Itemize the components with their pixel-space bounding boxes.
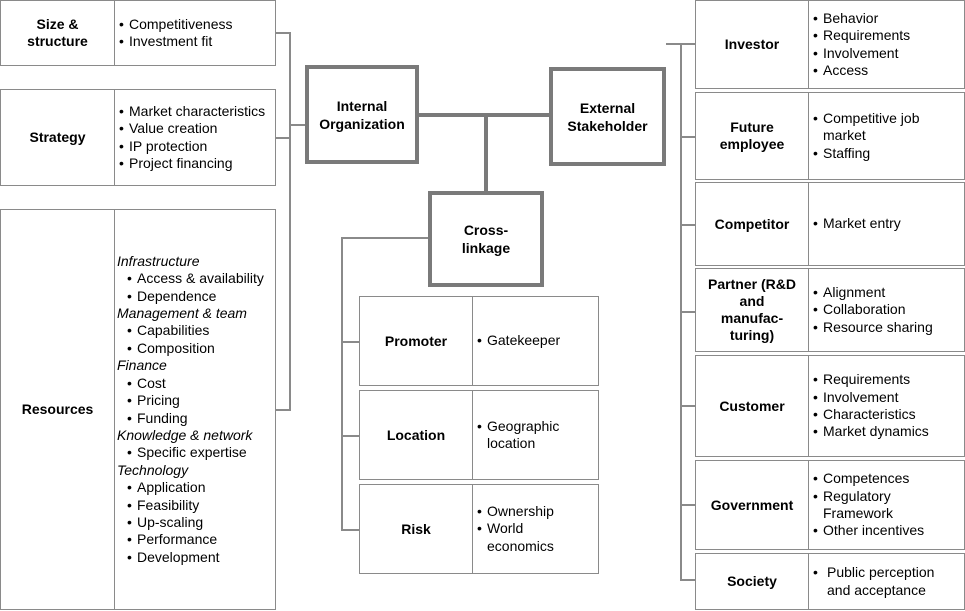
list-item: Investment fit [119,33,233,51]
resources-group-title: Finance [117,357,167,374]
resources-group-title: Knowledge & network [117,426,253,443]
investor-items: Behavior Requirements Involvement Access [809,1,910,88]
list-item: Public perception and acceptance [813,564,959,599]
size-structure-items: Competitiveness Investment fit [115,1,233,65]
resources-group-title: Infrastructure [117,252,200,269]
strategy-label: Strategy [1,90,115,185]
risk-box: Risk Ownership World economics [359,484,599,574]
list-item: Requirements [813,27,910,45]
list-item: Market entry [813,215,901,233]
risk-label: Risk [360,485,473,573]
list-item: Cost [127,375,264,393]
external-stakeholder-title: External Stakeholder [567,99,648,134]
competitor-items: Market entry [809,183,901,265]
internal-organization-hub: Internal Organization [305,65,419,164]
promoter-label: Promoter [360,297,473,385]
list-item: Value creation [119,120,265,138]
partner-items: Alignment Collaboration Resource sharing [809,269,933,351]
customer-box: Customer Requirements Involvement Charac… [695,355,965,457]
external-stakeholder-hub: External Stakeholder [549,67,666,166]
size-structure-label: Size & structure [1,1,115,65]
cross-connector [341,237,430,531]
list-item: Funding [127,410,264,428]
future-employee-box: Future employee Competitive job market S… [695,92,965,180]
list-item: Behavior [813,10,910,28]
society-items: Public perception and acceptance [809,554,959,609]
list-item: Competitiveness [119,16,233,34]
list-item: Market dynamics [813,423,929,441]
list-item: Resource sharing [813,319,933,337]
list-item: Access & availability [127,270,264,288]
partner-box: Partner (R&D and manufac-turing) Alignme… [695,268,965,352]
list-item: Collaboration [813,301,933,319]
cross-linkage-hub: Cross-linkage [428,191,544,287]
list-item: Staffing [813,145,939,163]
location-items: Geographic location [473,391,583,479]
list-item: Development [127,549,264,567]
list-item: Pricing [127,392,264,410]
list-item: Gatekeeper [477,332,560,350]
government-items: Competences Regulatory Framework Other i… [809,461,959,549]
list-item: Geographic location [477,418,583,453]
internal-organization-title: Internal Organization [319,97,405,132]
list-item: Access [813,62,910,80]
resources-box: Resources Infrastructure Access & availa… [0,209,276,610]
future-employee-label: Future employee [696,93,809,179]
list-item: IP protection [119,138,265,156]
list-item: Market characteristics [119,103,265,121]
list-item: Performance [127,531,264,549]
resources-items: Infrastructure Access & availability Dep… [115,210,264,609]
society-box: Society Public perception and acceptance [695,553,965,610]
list-item: Application [127,479,264,497]
future-employee-items: Competitive job market Staffing [809,93,939,179]
location-label: Location [360,391,473,479]
list-item: World economics [477,520,583,555]
list-item: Involvement [813,45,910,63]
list-item: Feasibility [127,497,264,515]
strategy-items: Market characteristics Value creation IP… [115,90,265,185]
resources-group-title: Technology [117,461,189,478]
list-item: Characteristics [813,406,929,424]
size-structure-box: Size & structure Competitiveness Investm… [0,0,276,66]
list-item: Specific expertise [127,444,264,462]
government-label: Government [696,461,809,549]
partner-label: Partner (R&D and manufac-turing) [696,269,809,351]
list-item: Up-scaling [127,514,264,532]
resources-label: Resources [1,210,115,609]
list-item: Alignment [813,284,933,302]
list-item: Dependence [127,288,264,306]
strategy-box: Strategy Market characteristics Value cr… [0,89,276,186]
investor-label: Investor [696,1,809,88]
competitor-box: Competitor Market entry [695,182,965,266]
list-item: Competences [813,470,959,488]
risk-items: Ownership World economics [473,485,583,573]
customer-items: Requirements Involvement Characteristics… [809,356,929,456]
location-box: Location Geographic location [359,390,599,480]
list-item: Requirements [813,371,929,389]
list-item: Regulatory Framework [813,488,959,523]
promoter-items: Gatekeeper [473,297,560,385]
investor-box: Investor Behavior Requirements Involveme… [695,0,965,89]
society-label: Society [696,554,809,609]
promoter-box: Promoter Gatekeeper [359,296,599,386]
list-item: Ownership [477,503,583,521]
competitor-label: Competitor [696,183,809,265]
left-connector [276,32,291,411]
cross-linkage-title: Cross-linkage [461,222,511,256]
list-item: Other incentives [813,522,959,540]
resources-group-title: Management & team [117,305,247,322]
list-item: Involvement [813,389,929,407]
list-item: Composition [127,340,264,358]
list-item: Capabilities [127,322,264,340]
government-box: Government Competences Regulatory Framew… [695,460,965,550]
list-item: Competitive job market [813,110,939,145]
list-item: Project financing [119,155,265,173]
customer-label: Customer [696,356,809,456]
